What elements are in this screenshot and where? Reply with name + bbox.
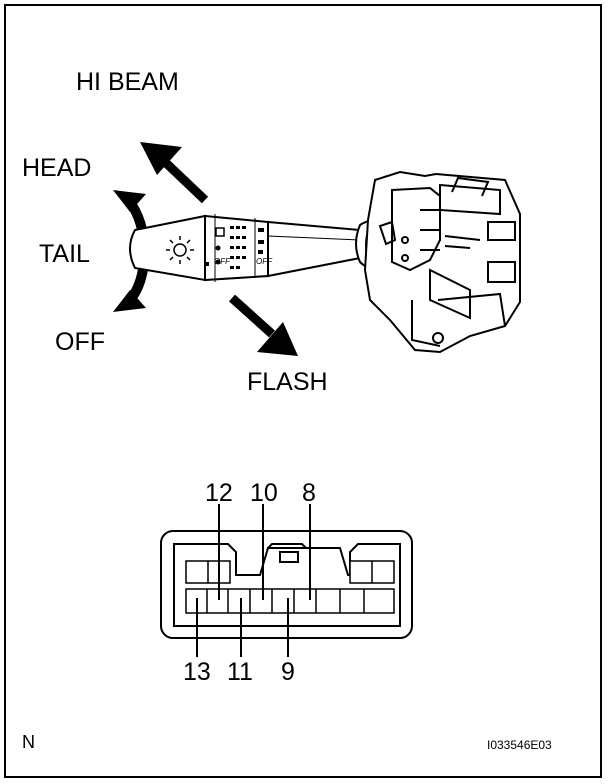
pin-number-8: 8 bbox=[302, 479, 316, 507]
connector-cavities bbox=[185, 560, 395, 614]
connector-housing bbox=[160, 530, 413, 639]
hi-beam-arrow bbox=[140, 142, 209, 204]
pin-leader-lines bbox=[196, 504, 311, 657]
off-label: OFF bbox=[55, 328, 105, 356]
switch-body bbox=[355, 170, 521, 354]
pin-number-12: 12 bbox=[205, 479, 233, 507]
lever-stalk bbox=[267, 220, 361, 278]
ring-off-marking: OFF bbox=[214, 257, 230, 266]
lever-knob bbox=[129, 214, 269, 282]
pin-number-9: 9 bbox=[281, 658, 295, 686]
view-code-label: N bbox=[22, 732, 35, 752]
stalk-off-marking: OFF bbox=[256, 257, 272, 266]
flash-arrow bbox=[228, 294, 298, 356]
tail-label: TAIL bbox=[39, 240, 90, 268]
flash-label: FLASH bbox=[247, 368, 328, 396]
headlight-symbol-icon bbox=[166, 236, 194, 264]
illustration-code-label: I033546E03 bbox=[487, 738, 552, 752]
pin-number-13: 13 bbox=[183, 658, 211, 686]
hi-beam-label: HI BEAM bbox=[76, 68, 179, 96]
diagram-frame bbox=[4, 4, 602, 778]
pin-number-10: 10 bbox=[250, 479, 278, 507]
head-label: HEAD bbox=[22, 154, 92, 182]
pin-number-11: 11 bbox=[227, 658, 253, 686]
